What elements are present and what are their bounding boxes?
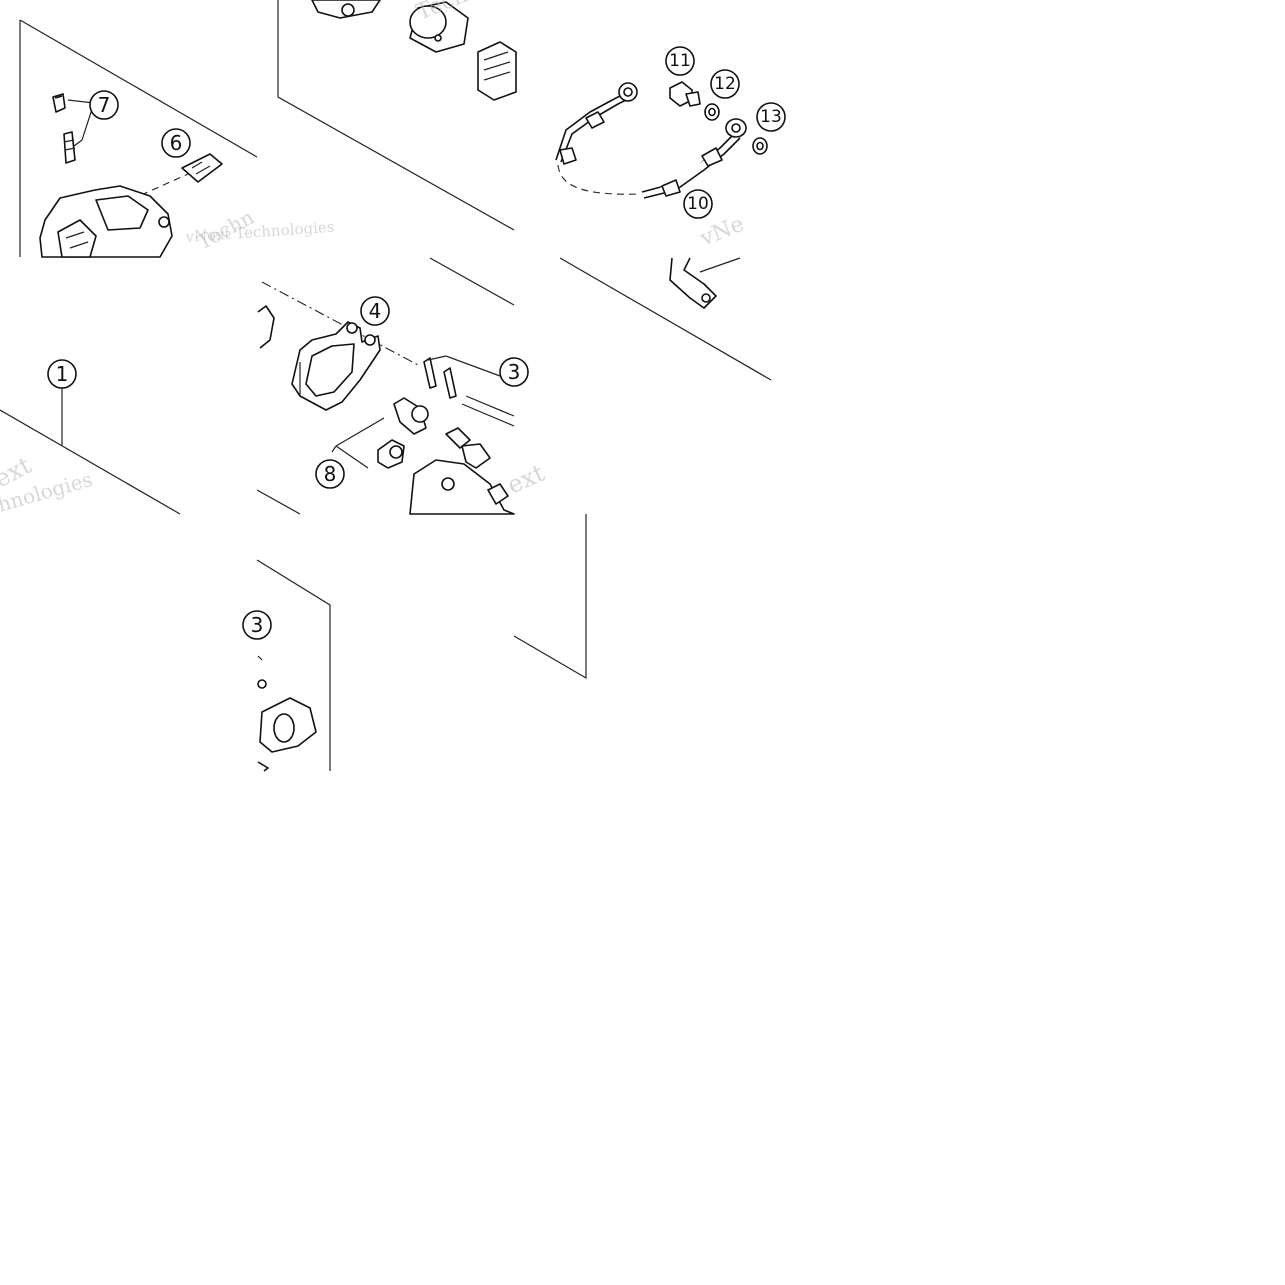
brake-disc-guard-fragment xyxy=(669,257,741,309)
callout-3-bracket xyxy=(427,355,501,377)
sealing-washers xyxy=(704,103,768,155)
seal-ring-fragment xyxy=(257,305,275,349)
guide-pins xyxy=(393,397,491,469)
callout-1: 1 xyxy=(47,359,77,389)
callout-7: 7 xyxy=(89,90,119,120)
callout-8-bracket xyxy=(331,417,385,469)
callout-7-label: 7 xyxy=(98,93,111,117)
pad-spring xyxy=(181,153,223,183)
callout-3-duplicate: 3 xyxy=(242,610,272,640)
callout-4: 4 xyxy=(360,296,390,326)
caliper-body xyxy=(39,185,173,258)
callout-13: 13 xyxy=(756,102,786,132)
piston xyxy=(409,1,469,53)
pad-axis-line xyxy=(261,281,421,367)
piston-seal xyxy=(477,41,517,101)
caliper-fragment-top xyxy=(311,0,381,19)
callout-12-label: 12 xyxy=(714,74,736,94)
callout-11: 11 xyxy=(665,46,695,76)
callout-4-label: 4 xyxy=(369,299,382,323)
callout-8: 8 xyxy=(315,459,345,489)
callout-10-label: 10 xyxy=(687,194,709,214)
callout-12: 12 xyxy=(710,69,740,99)
panel-lines xyxy=(0,0,772,771)
callout-8-label: 8 xyxy=(324,462,337,486)
bushings xyxy=(377,439,405,469)
callout-1-label: 1 xyxy=(56,362,69,386)
bleeder-valve xyxy=(52,93,76,164)
watermark: ext xyxy=(503,459,549,500)
pad-spring-axis xyxy=(129,173,189,201)
callout-10: 10 xyxy=(683,189,713,219)
watermark: vNe xyxy=(696,212,748,252)
callout-3-label: 3 xyxy=(508,360,521,384)
callout-13-label: 13 xyxy=(760,107,782,127)
callout-7-bracket xyxy=(67,99,95,147)
mounting-plate-fragment xyxy=(257,655,317,772)
callout-3: 3 xyxy=(499,357,529,387)
callout-11-label: 11 xyxy=(669,51,691,71)
caliper-bracket xyxy=(409,459,515,515)
brake-hose xyxy=(555,82,747,199)
banjo-bolt xyxy=(669,81,701,107)
callout-6: 6 xyxy=(161,128,191,158)
retaining-pins xyxy=(423,357,515,427)
watermark: Techn xyxy=(193,205,258,255)
brake-pads xyxy=(291,321,381,411)
callout-6-label: 6 xyxy=(170,131,183,155)
callout-3-duplicate-label: 3 xyxy=(251,613,264,637)
